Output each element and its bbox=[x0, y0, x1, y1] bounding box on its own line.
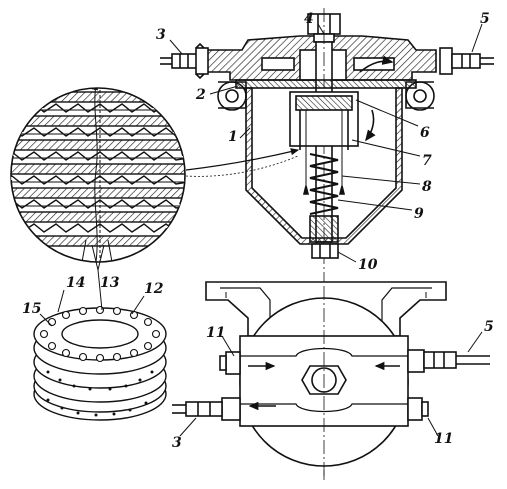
drain-plug-head bbox=[311, 243, 339, 259]
outlet-fitting-bottom bbox=[407, 349, 490, 373]
top-view bbox=[172, 281, 490, 478]
callout-14: 14 bbox=[66, 275, 86, 291]
filter-disc-stack bbox=[33, 244, 167, 421]
callout-4: 4 bbox=[304, 11, 314, 27]
callout-15: 15 bbox=[22, 301, 42, 317]
sectional-view bbox=[160, 8, 494, 480]
gasket bbox=[235, 79, 417, 89]
filter-bowl bbox=[245, 87, 403, 245]
callout-11-lower: 11 bbox=[434, 431, 454, 447]
callout-6: 6 bbox=[420, 125, 430, 141]
callout-2: 2 bbox=[196, 87, 206, 103]
leader-lines bbox=[169, 23, 483, 437]
callout-12: 12 bbox=[144, 281, 164, 297]
banjo-left-top bbox=[219, 351, 241, 375]
callout-7: 7 bbox=[422, 153, 432, 169]
callout-8: 8 bbox=[422, 179, 432, 195]
callout-9: 9 bbox=[414, 206, 424, 222]
drain-plug-body bbox=[309, 215, 339, 243]
callout-5: 5 bbox=[480, 11, 490, 27]
callout-3: 3 bbox=[156, 27, 166, 43]
inlet-fitting-top bbox=[160, 42, 209, 80]
callout-5-lower: 5 bbox=[484, 319, 494, 335]
banjo-right-bottom bbox=[407, 397, 429, 421]
callout-13: 13 bbox=[100, 275, 120, 291]
spring bbox=[309, 153, 339, 215]
inlet-fitting-bottom bbox=[172, 397, 241, 421]
magnified-detail bbox=[10, 87, 300, 263]
callout-11: 11 bbox=[206, 325, 226, 341]
callout-3-lower: 3 bbox=[172, 435, 182, 451]
callout-10: 10 bbox=[358, 257, 378, 273]
callout-1: 1 bbox=[228, 129, 238, 145]
outlet-fitting-top bbox=[439, 47, 494, 75]
